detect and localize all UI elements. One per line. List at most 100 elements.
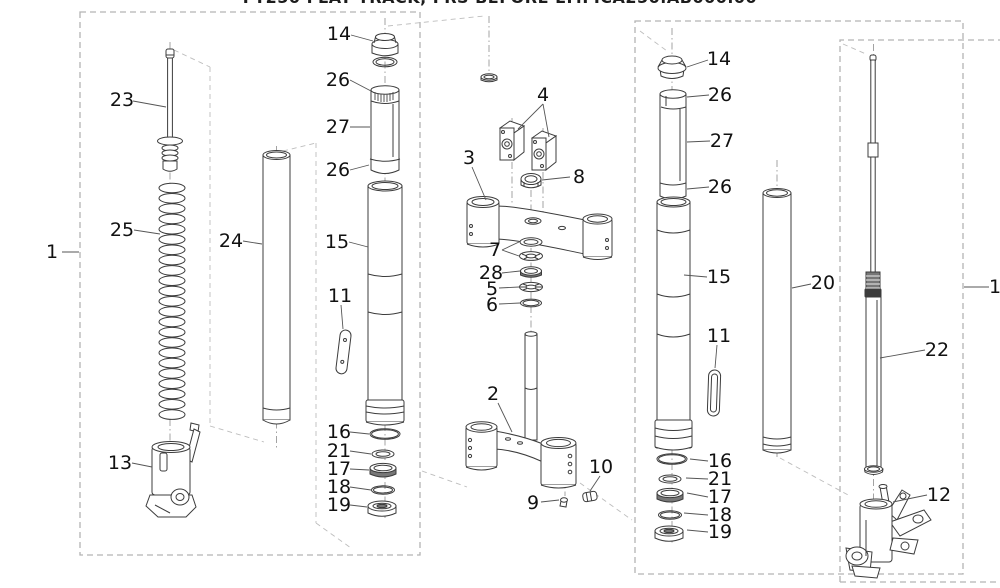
callout-26-right-top-label: 26: [708, 84, 732, 106]
callout-15-right: 15: [684, 266, 731, 288]
callout-7-leader: [502, 250, 519, 256]
callout-21-right-leader: [686, 478, 708, 479]
part-5-bearing-race: [520, 282, 543, 291]
callout-16-left: 16: [327, 421, 369, 443]
callout-15-left-label: 15: [325, 231, 349, 253]
callout-26-left-top: 26: [326, 69, 371, 91]
callout-14-right-label: 14: [707, 48, 731, 70]
callout-8-label: 8: [573, 166, 585, 188]
part-14-fork-cap-left: [372, 34, 398, 56]
callout-19-right-label: 19: [708, 521, 732, 543]
callout-28: 28: [479, 262, 520, 284]
callout-27-left: 27: [326, 116, 370, 138]
callout-14-left-label: 14: [327, 23, 351, 45]
callout-17-right-leader: [687, 493, 708, 497]
part-snap-ring-left: [373, 57, 397, 67]
callout-18-right: 18: [684, 504, 732, 526]
part-22-cartridge-rod: [865, 55, 884, 475]
cartridge-box: [840, 40, 1000, 582]
callout-19-right: 19: [687, 521, 732, 543]
callout-6-label: 6: [486, 294, 498, 316]
part-15-outer-tube-right: [655, 197, 692, 450]
callout-25-leader: [134, 230, 160, 234]
callout-3-label: 3: [463, 147, 475, 169]
callout-4-label: 4: [537, 84, 549, 106]
callout-25-label: 25: [110, 219, 134, 241]
callout-23-leader: [133, 101, 166, 107]
callout-13-leader: [132, 463, 152, 467]
callout-1-right: 1: [964, 276, 1000, 298]
callout-21-left-leader: [350, 451, 371, 454]
part-12-axle-holder-right: [846, 485, 931, 579]
callout-11-left-leader: [341, 305, 343, 329]
callout-5-leader: [499, 287, 519, 288]
right-assembly-box: [635, 21, 963, 574]
callout-26-right-top-leader: [687, 95, 709, 97]
callout-12: 12: [893, 484, 951, 506]
callout-26-left-bottom-label: 26: [326, 159, 350, 181]
callout-26-left-bottom-leader: [350, 165, 369, 170]
callout-15-right-leader: [684, 275, 707, 277]
callout-18-left-label: 18: [327, 476, 351, 498]
part-8-stem-nut: [521, 174, 541, 188]
callout-22: 22: [880, 339, 949, 361]
callout-18-right-label: 18: [708, 504, 732, 526]
callout-10-label: 10: [589, 456, 613, 478]
callout-27-right-leader: [687, 141, 710, 142]
callout-26-left-top-leader: [350, 80, 371, 91]
diagram-title: FT250 FLAT TRACK, FRS BEFORE EP.FICA250.…: [0, 0, 1000, 7]
callout-12-leader: [893, 495, 927, 502]
callout-7-label: 7: [489, 239, 501, 261]
callout-8-leader: [542, 177, 570, 180]
callout-21-right: 21: [686, 468, 732, 490]
group-boxes: [80, 12, 1000, 582]
callout-4: 4: [518, 84, 549, 137]
seal-stack-right: [654, 453, 688, 542]
callout-5: 5: [486, 278, 519, 300]
callout-19-right-leader: [687, 530, 708, 532]
part-15-outer-tube-left: [366, 181, 404, 425]
callout-17-right: 17: [687, 486, 732, 508]
callout-26-left-bottom: 26: [326, 159, 369, 181]
callout-11-left: 11: [328, 285, 352, 329]
callout-19-left-leader: [350, 505, 367, 507]
callout-26-right-top: 26: [687, 84, 732, 106]
callout-18-left-leader: [350, 487, 371, 490]
callout-1-left: 1: [46, 241, 79, 263]
callout-27-right-label: 27: [710, 130, 734, 152]
callout-26-left-top-label: 26: [326, 69, 350, 91]
callout-15-left: 15: [325, 231, 368, 253]
callout-2-leader: [498, 403, 512, 432]
part-14-fork-cap-right: [658, 56, 686, 79]
callout-16-right: 16: [690, 450, 732, 472]
callout-2-label: 2: [487, 383, 499, 405]
part-28-bearing: [521, 267, 542, 277]
callout-12-label: 12: [927, 484, 951, 506]
callout-9-label: 9: [527, 492, 539, 514]
callout-14-left-leader: [351, 35, 373, 41]
callout-8: 8: [542, 166, 585, 188]
callout-4-leader: [518, 104, 543, 129]
part-20-inner-tube-right: [763, 189, 791, 454]
part-27-spring-guide-left: [370, 86, 400, 174]
callout-13-label: 13: [108, 452, 132, 474]
seal-stack-left: [367, 428, 401, 517]
callout-17-left-label: 17: [327, 458, 351, 480]
part-10-clip: [582, 491, 597, 502]
part-2-lower-triple-clamp: [466, 332, 576, 488]
left-assembly-box: [80, 12, 420, 555]
callout-6: 6: [486, 294, 520, 316]
part-23-damper-rod: [158, 49, 183, 171]
callout-27-left-label: 27: [326, 116, 350, 138]
callout-16-left-leader: [350, 432, 369, 434]
callout-21-left: 21: [327, 440, 371, 462]
part-24-inner-tube-left: [263, 151, 290, 425]
callout-15-right-label: 15: [707, 266, 731, 288]
callout-10: 10: [589, 456, 613, 491]
callout-17-left-leader: [350, 469, 369, 470]
callout-21-right-label: 21: [708, 468, 732, 490]
callout-17-left: 17: [327, 458, 369, 480]
callout-16-left-label: 16: [327, 421, 351, 443]
callout-11-right-label: 11: [707, 325, 731, 347]
